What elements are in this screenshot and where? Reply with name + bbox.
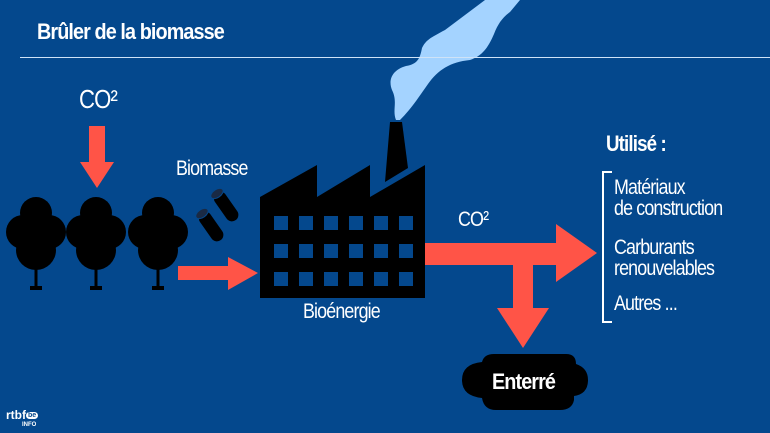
- enterre-cloud: [462, 354, 588, 410]
- logs-icon: [195, 187, 240, 243]
- co2-right-arrow: [425, 224, 597, 282]
- factory-window: [349, 244, 363, 258]
- page-title: Brûler de la biomasse: [37, 19, 225, 44]
- biomasse-label: Biomasse: [176, 157, 248, 180]
- tree-icon: [66, 197, 126, 290]
- chimney: [385, 122, 408, 182]
- factory-windows: [274, 216, 413, 286]
- used-item-line: de construction: [614, 197, 723, 220]
- factory-window: [374, 216, 388, 230]
- co2-down-split-arrow: [497, 260, 549, 348]
- used-list: Matériaux de construction Carburants ren…: [602, 171, 769, 323]
- factory-window: [324, 272, 338, 286]
- factory-window: [399, 216, 413, 230]
- used-item-line: Matériaux: [614, 176, 686, 199]
- logo-suffix: be: [26, 412, 39, 420]
- factory-window: [299, 216, 313, 230]
- used-item: Autres ...: [614, 292, 678, 315]
- factory-icon: [260, 165, 425, 298]
- biomass-arrow: [178, 257, 258, 290]
- used-item-line: Autres ...: [614, 292, 678, 315]
- factory-window: [324, 244, 338, 258]
- factory-window: [324, 216, 338, 230]
- factory-window: [399, 244, 413, 258]
- factory-window: [374, 272, 388, 286]
- bioenergie-label: Bioénergie: [303, 300, 381, 323]
- factory-window: [374, 244, 388, 258]
- tree-icon: [6, 197, 66, 290]
- co2-down-arrow: [80, 126, 114, 188]
- factory-window: [299, 244, 313, 258]
- smoke: [390, 0, 520, 120]
- factory-window: [274, 244, 288, 258]
- logo-info: INFO: [22, 422, 37, 428]
- factory-window: [299, 272, 313, 286]
- co2-top-label: CO²: [79, 84, 118, 114]
- factory-window: [274, 272, 288, 286]
- factory-window: [349, 272, 363, 286]
- tree-icon: [128, 197, 188, 290]
- used-item: Matériaux de construction: [614, 176, 723, 220]
- used-item-line: renouvelables: [614, 257, 715, 280]
- used-item: Carburants renouvelables: [614, 236, 715, 280]
- enterre-label: Enterré: [492, 369, 556, 394]
- factory-window: [349, 216, 363, 230]
- co2-right-label: CO²: [458, 208, 489, 231]
- used-item-line: Carburants: [614, 236, 695, 259]
- factory-window: [399, 272, 413, 286]
- factory-window: [274, 216, 288, 230]
- logo-name: rtbf: [6, 408, 26, 422]
- used-title: Utilisé :: [606, 131, 667, 156]
